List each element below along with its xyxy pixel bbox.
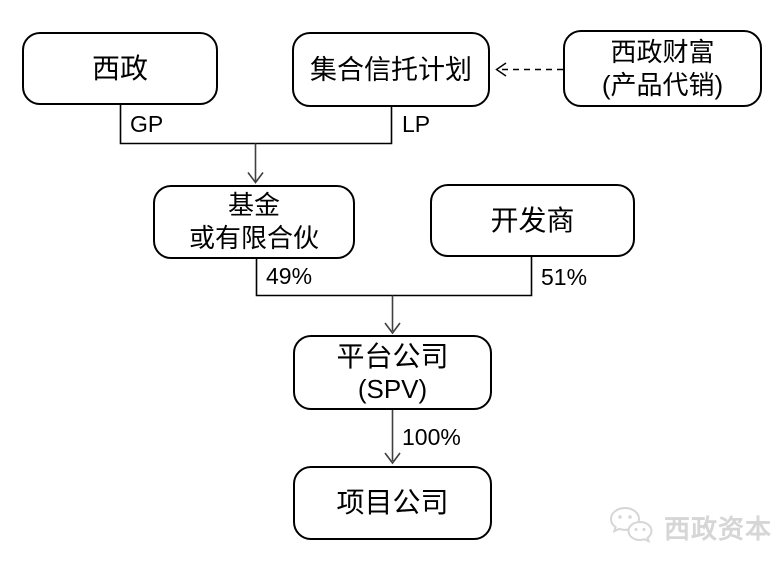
node-xizheng: 西政 bbox=[22, 32, 218, 105]
edge-wealth-to-trust-arrowhead bbox=[495, 62, 507, 77]
node-project-company: 项目公司 bbox=[293, 466, 492, 540]
edge-label-developer-share: 51% bbox=[541, 264, 588, 290]
node-xizheng-wealth-line2: (产品代销) bbox=[601, 69, 724, 100]
node-xizheng-label: 西政 bbox=[91, 52, 148, 84]
edge-label-gp: GP bbox=[130, 111, 164, 137]
node-fund-line1: 基金 bbox=[227, 190, 280, 220]
node-trust-plan: 集合信托计划 bbox=[292, 32, 490, 107]
edge-label-lp: LP bbox=[402, 111, 431, 137]
edge-into-spv-arrowhead bbox=[384, 322, 401, 335]
edge-label-fund-share: 49% bbox=[266, 263, 313, 289]
edge-label-spv-share: 100% bbox=[402, 424, 461, 450]
node-project-company-label: 项目公司 bbox=[336, 487, 449, 518]
watermark: 西政资本 bbox=[604, 505, 772, 549]
node-spv-line2: (SPV) bbox=[357, 373, 428, 404]
node-fund-line2: 或有限合伙 bbox=[188, 223, 319, 253]
node-xizheng-wealth: 西政财富 (产品代销) bbox=[563, 30, 762, 107]
wechat-icon bbox=[609, 506, 653, 544]
edge-spv-to-project-arrowhead bbox=[384, 452, 401, 465]
node-xizheng-wealth-line1: 西政财富 bbox=[610, 36, 715, 67]
node-developer: 开发商 bbox=[430, 184, 635, 257]
edge-into-fund-arrowhead bbox=[247, 172, 264, 184]
node-fund: 基金 或有限合伙 bbox=[153, 185, 355, 259]
node-developer-label: 开发商 bbox=[490, 204, 575, 236]
watermark-text: 西政资本 bbox=[663, 513, 772, 544]
node-trust-plan-label: 集合信托计划 bbox=[310, 54, 472, 85]
node-spv: 平台公司 (SPV) bbox=[293, 335, 492, 410]
node-spv-line1: 平台公司 bbox=[336, 340, 449, 372]
